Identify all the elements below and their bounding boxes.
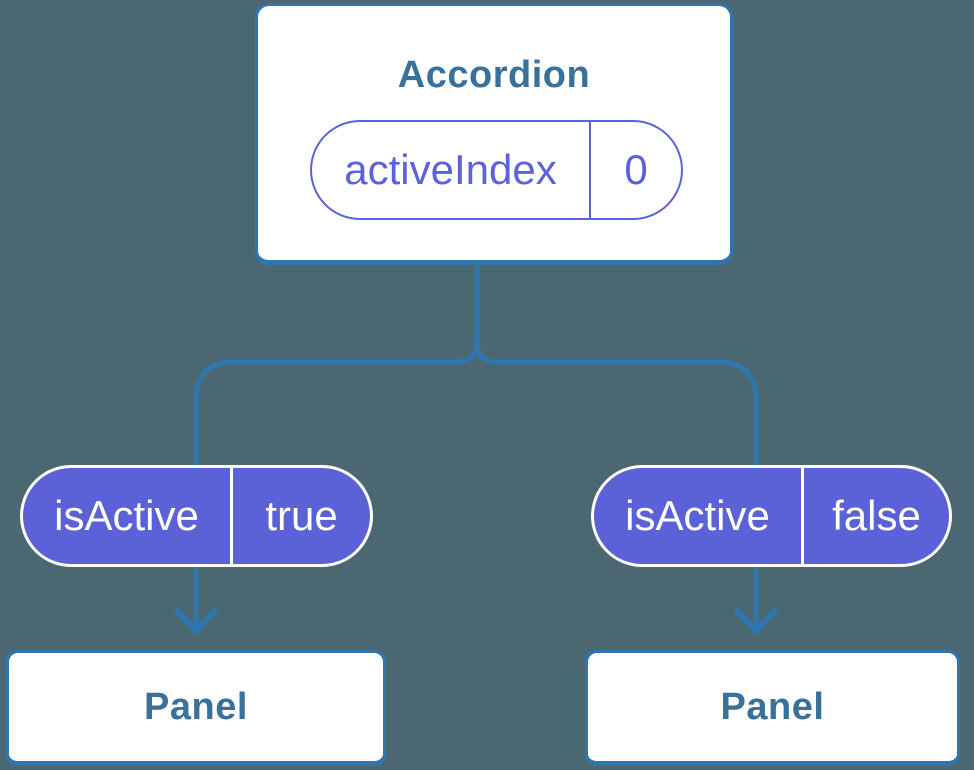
arrowhead-left-icon xyxy=(174,608,218,634)
prop-value: true xyxy=(265,492,338,539)
panel-node-left: Panel xyxy=(6,650,386,766)
prop-name: isActive xyxy=(54,492,199,539)
prop-pill-right: isActive false xyxy=(591,465,952,567)
prop-value: false xyxy=(832,492,921,539)
pill-divider xyxy=(230,468,233,564)
connector-right-branch xyxy=(474,260,759,631)
pill-divider xyxy=(801,468,804,564)
connector-left-branch xyxy=(193,260,480,631)
accordion-node: Accordion activeIndex 0 xyxy=(255,3,733,265)
state-pill: activeIndex 0 xyxy=(310,120,683,220)
panel-node-right: Panel xyxy=(585,650,960,766)
accordion-node-title: Accordion xyxy=(397,54,591,96)
state-name: activeIndex xyxy=(344,146,557,193)
panel-node-title: Panel xyxy=(720,685,825,728)
state-value: 0 xyxy=(624,146,648,193)
prop-pill-left: isActive true xyxy=(20,465,373,567)
pill-divider xyxy=(589,122,591,218)
arrowhead-right-icon xyxy=(734,608,778,634)
prop-name: isActive xyxy=(625,492,770,539)
panel-node-title: Panel xyxy=(144,685,248,728)
